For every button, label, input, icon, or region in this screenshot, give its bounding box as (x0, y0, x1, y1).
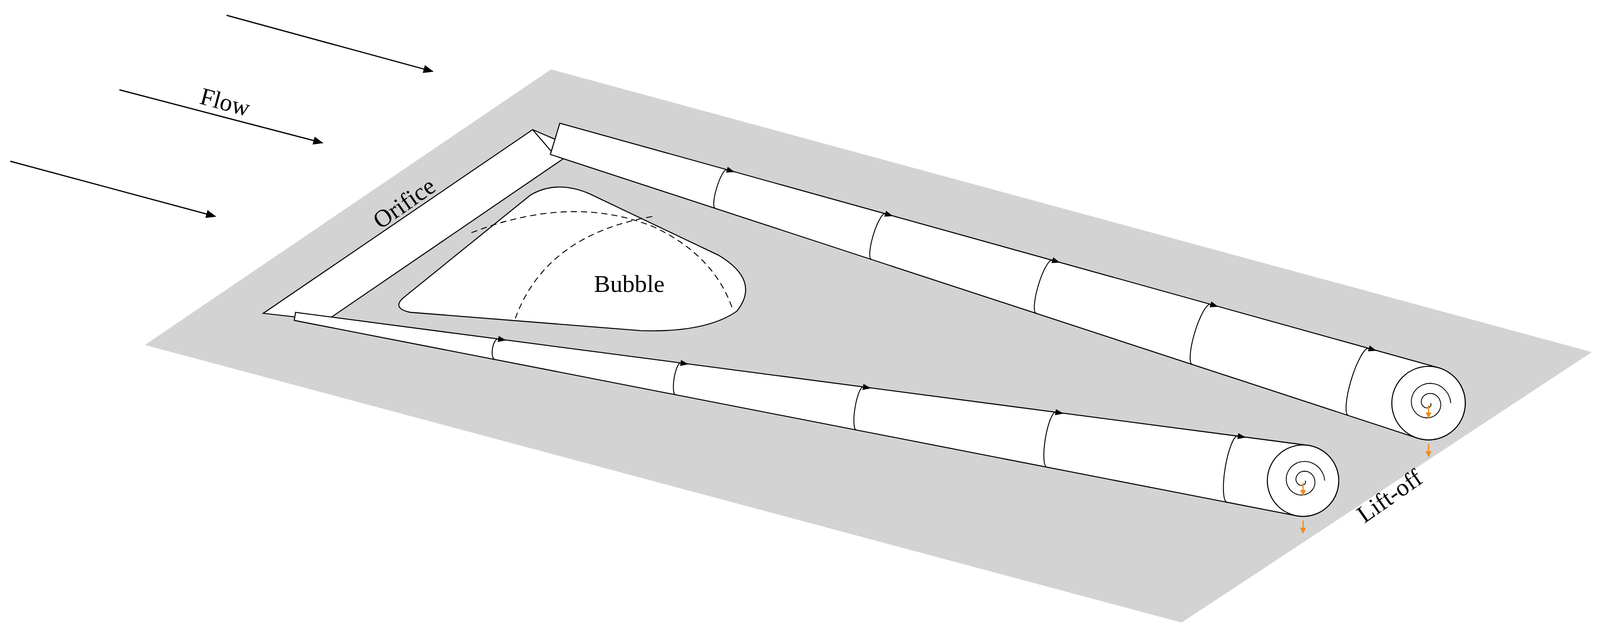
flow-label: Flow (197, 83, 252, 121)
swirl-arrowhead (497, 335, 508, 344)
swirl-ring (1040, 411, 1056, 467)
swirl-arrowhead (1054, 409, 1065, 417)
swirl-ring (851, 383, 872, 432)
plate (145, 69, 1593, 623)
swirl-ring (671, 359, 689, 397)
bubble-contour (515, 216, 653, 319)
bubble-outline (398, 187, 746, 331)
swirl-ring (710, 168, 728, 209)
orifice-edge (532, 129, 551, 152)
vortex-tube (294, 312, 1339, 517)
lift-off-arrow (1427, 443, 1430, 457)
swirl-ring (490, 335, 507, 361)
swirl-arrowhead (1367, 345, 1378, 354)
swirl-arrowhead (862, 383, 872, 392)
swirl-arrowhead (1209, 301, 1220, 310)
swirl-ring (671, 362, 681, 395)
swirl-arrowhead (726, 166, 736, 175)
swirl-ring (1219, 431, 1247, 504)
lift-off-arrow (1302, 482, 1304, 495)
swirl-ring (1341, 346, 1369, 416)
tube-end (1267, 444, 1339, 517)
spiral (1286, 461, 1325, 496)
swirl-ring (851, 386, 863, 430)
lift-off-arrow (1427, 404, 1430, 418)
flow-arrow (10, 161, 216, 217)
swirl-ring (710, 165, 736, 211)
swirl-ring (1040, 407, 1065, 469)
swirl-ring (490, 338, 499, 360)
lift-off-arrow (1302, 520, 1304, 533)
swirl-ring (866, 209, 895, 262)
swirl-ring (866, 212, 886, 260)
swirl-arrowhead (1051, 257, 1061, 266)
swirl-ring (1030, 255, 1061, 316)
bubble-outline (392, 179, 763, 333)
swirl-ring (1185, 302, 1211, 365)
swirl-arrowhead (680, 359, 690, 368)
swirl-arrowhead (1237, 432, 1247, 441)
tube-end (1391, 366, 1466, 440)
swirl-ring (1030, 258, 1053, 314)
bubble-label: Bubble (593, 271, 665, 296)
swirl-ring (1341, 343, 1378, 419)
bubble-contour (471, 211, 733, 310)
vortex-tubes (294, 123, 1466, 533)
bubble-shape: Bubble (392, 179, 763, 333)
swirl-arrowhead (884, 210, 895, 220)
spiral (1411, 383, 1451, 419)
swirl-ring (1185, 299, 1220, 367)
swirl-ring (1219, 434, 1238, 503)
flow-arrow (226, 15, 433, 72)
